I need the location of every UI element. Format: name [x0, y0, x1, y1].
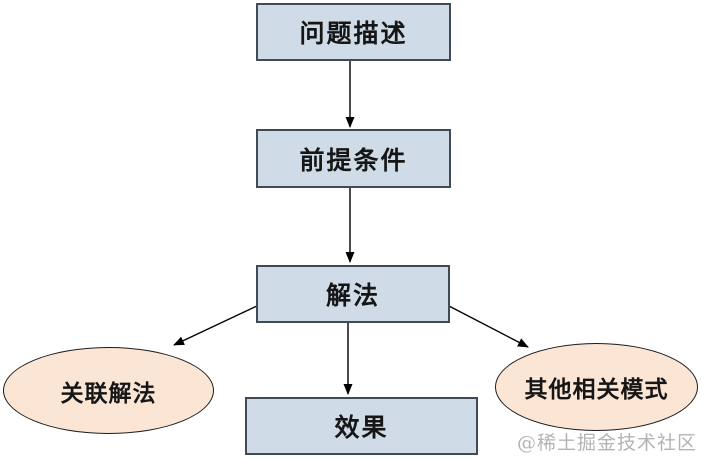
node-precondition-label: 前提条件 — [299, 145, 408, 175]
node-problem-label: 问题描述 — [299, 19, 408, 48]
node-related-label: 关联解法 — [60, 379, 157, 407]
node-related: 关联解法 — [3, 347, 214, 434]
node-solution: 解法 — [256, 265, 450, 323]
arrow-solution-to-related — [173, 304, 260, 346]
node-solution-label: 解法 — [325, 281, 380, 310]
node-other-label: 其他相关模式 — [524, 376, 669, 403]
arrow-solution-to-other — [448, 305, 529, 348]
node-other: 其他相关模式 — [495, 343, 698, 431]
node-effect: 效果 — [245, 397, 478, 455]
watermark: @稀土掘金技术社区 — [516, 432, 697, 454]
node-effect-label: 效果 — [334, 413, 389, 442]
node-precondition: 前提条件 — [256, 129, 451, 188]
node-problem: 问题描述 — [256, 3, 451, 61]
